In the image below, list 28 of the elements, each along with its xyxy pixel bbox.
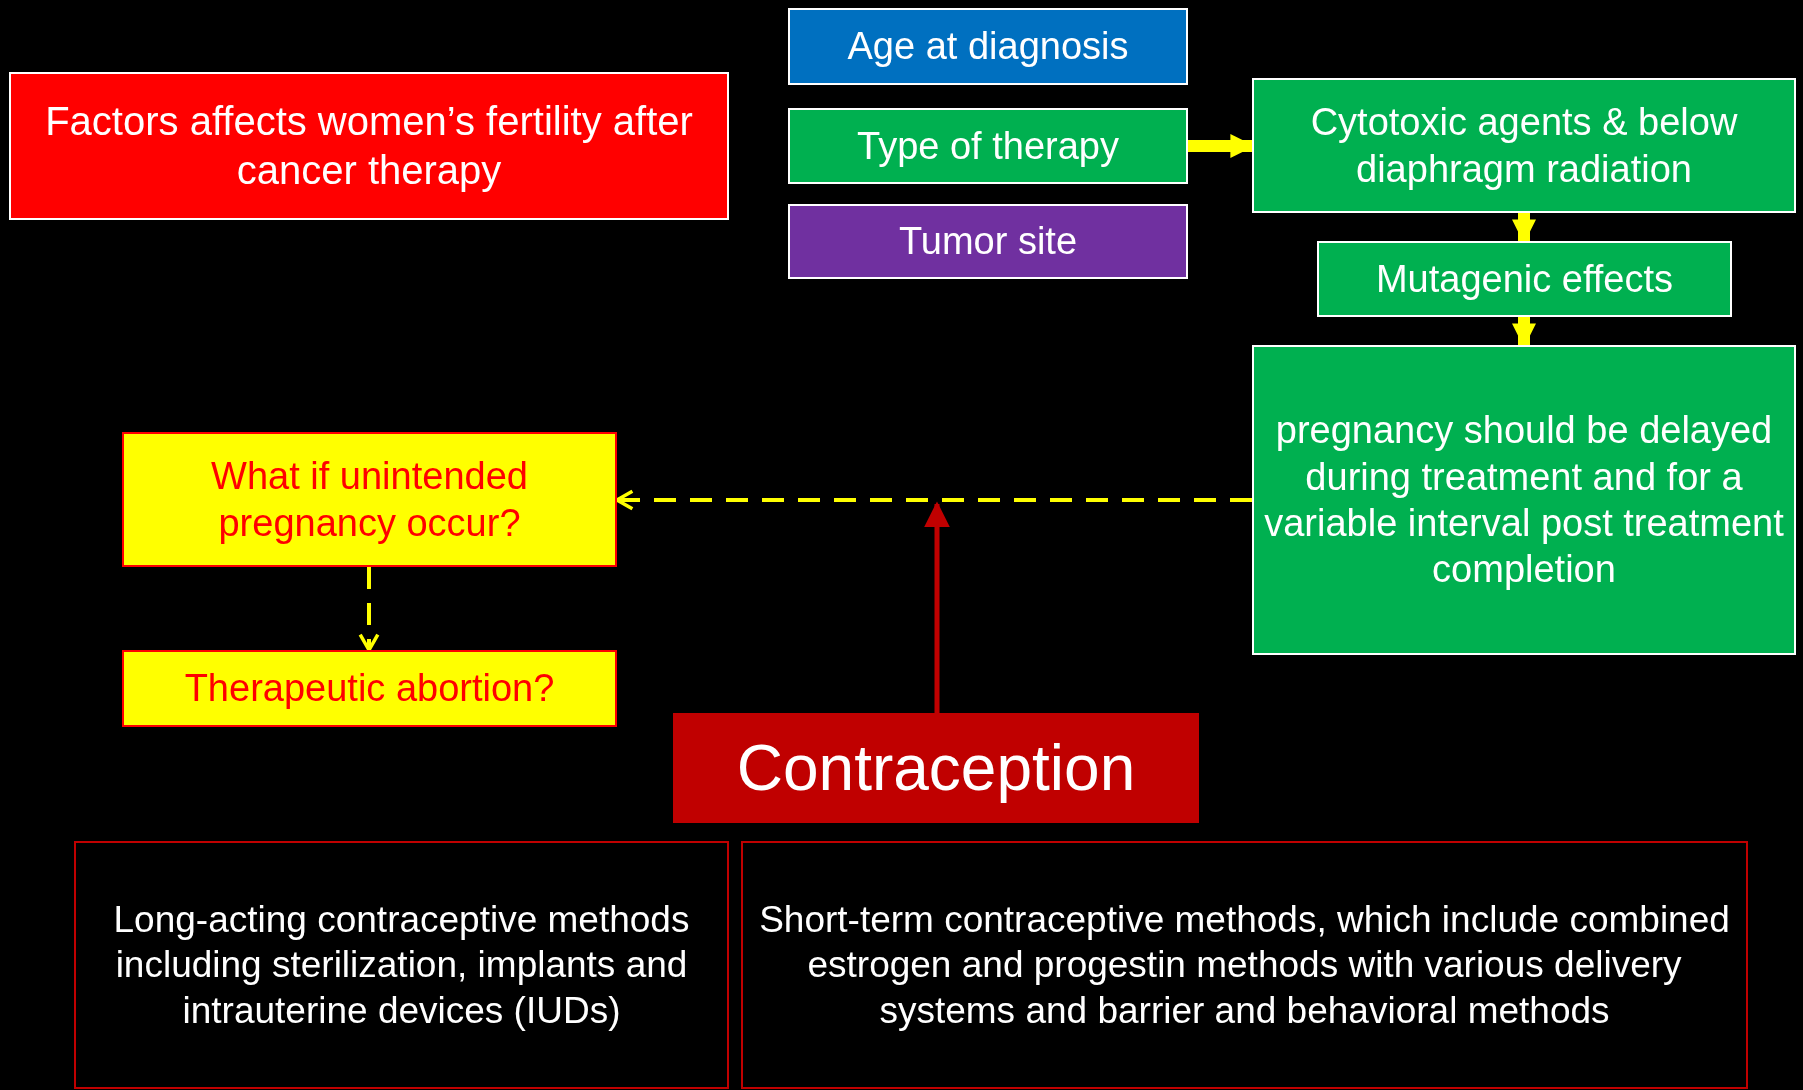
node-text: Contraception [736,730,1136,806]
node-text: Cytotoxic agents & below diaphragm radiation [1309,100,1739,192]
process-box [1252,345,1796,655]
node-text: Age at diagnosis [847,24,1129,70]
text-box [74,841,729,1089]
block-arrow [1512,317,1536,348]
text-box [741,841,1748,1089]
block-arrow [1512,213,1536,244]
node-text: Factors affects women’s fertility after cancer therapy [44,98,694,194]
arrow [924,501,950,713]
node-text: Type of therapy [857,123,1119,169]
process-box [788,108,1188,184]
title-box [9,72,729,220]
process-box [788,204,1188,279]
node-text: Long-acting contraceptive methods including sterilization, implants and intrauterine devices (IUDs) [112,898,691,1033]
node-text: Therapeutic abortion? [184,666,555,712]
node-text: What if unintended pregnancy occur? [210,454,529,546]
process-box [122,432,617,567]
node-text: Tumor site [898,219,1078,265]
process-box [1252,78,1796,213]
dashed-arrow [358,567,380,652]
process-box [788,8,1188,85]
heading-box [673,713,1199,823]
process-box [1317,241,1732,317]
node-text: Short-term contraceptive methods, which include combined estrogen and progestin methods with various delivery systems and barrier and behavioral methods [758,898,1731,1033]
process-box [122,650,617,727]
node-text: Mutagenic effects [1375,256,1674,302]
node-text: pregnancy should be delayed during treatment and for a variable interval post treatment completion [1264,408,1784,593]
